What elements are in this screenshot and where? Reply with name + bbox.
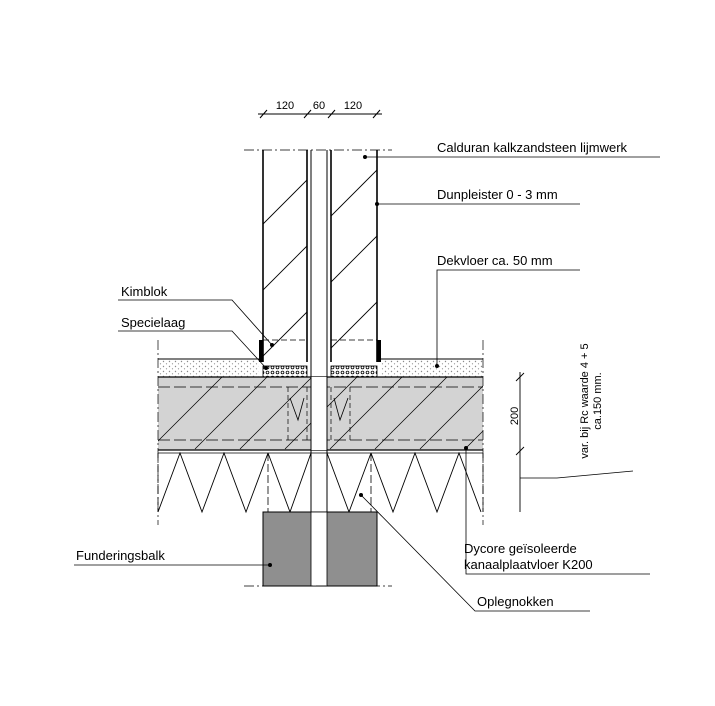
label-kimblok: Kimblok xyxy=(121,284,168,299)
label-mortar: Specielaag xyxy=(121,315,185,330)
mortar-bed-left xyxy=(263,366,307,377)
plaster-strip-right xyxy=(377,340,381,362)
wall-right-leaf xyxy=(331,150,377,362)
cavity-insulation xyxy=(311,150,327,512)
label-floor-line1: Dycore geïsoleerde xyxy=(464,541,577,556)
hollow-core-slab xyxy=(150,369,545,450)
label-floor-line2: kanaalplaatvloer K200 xyxy=(464,557,593,572)
side-note-line1: var. bij Rc waarde 4 + 5 xyxy=(579,343,591,458)
side-dimension xyxy=(516,372,524,512)
label-wall: Calduran kalkzandsteen lijmwerk xyxy=(437,140,628,155)
plaster-strip-left xyxy=(259,340,263,362)
dim-left-leaf: 120 xyxy=(276,100,294,112)
dim-cavity: 60 xyxy=(313,100,325,112)
mortar-bed-right xyxy=(331,366,377,377)
screed-layer xyxy=(158,359,483,378)
label-supports: Oplegnokken xyxy=(477,594,554,609)
wall-left-leaf xyxy=(263,150,307,362)
label-screed: Dekvloer ca. 50 mm xyxy=(437,253,553,268)
insulation-layer xyxy=(158,453,483,512)
side-note-line2: ca.150 mm. xyxy=(592,372,604,429)
label-plaster: Dunpleister 0 - 3 mm xyxy=(437,187,558,202)
side-dimension-label: 200 xyxy=(509,407,521,425)
dim-right-leaf: 120 xyxy=(344,100,362,112)
foundation-beam xyxy=(263,512,377,586)
label-foundation: Funderingsbalk xyxy=(76,548,165,563)
